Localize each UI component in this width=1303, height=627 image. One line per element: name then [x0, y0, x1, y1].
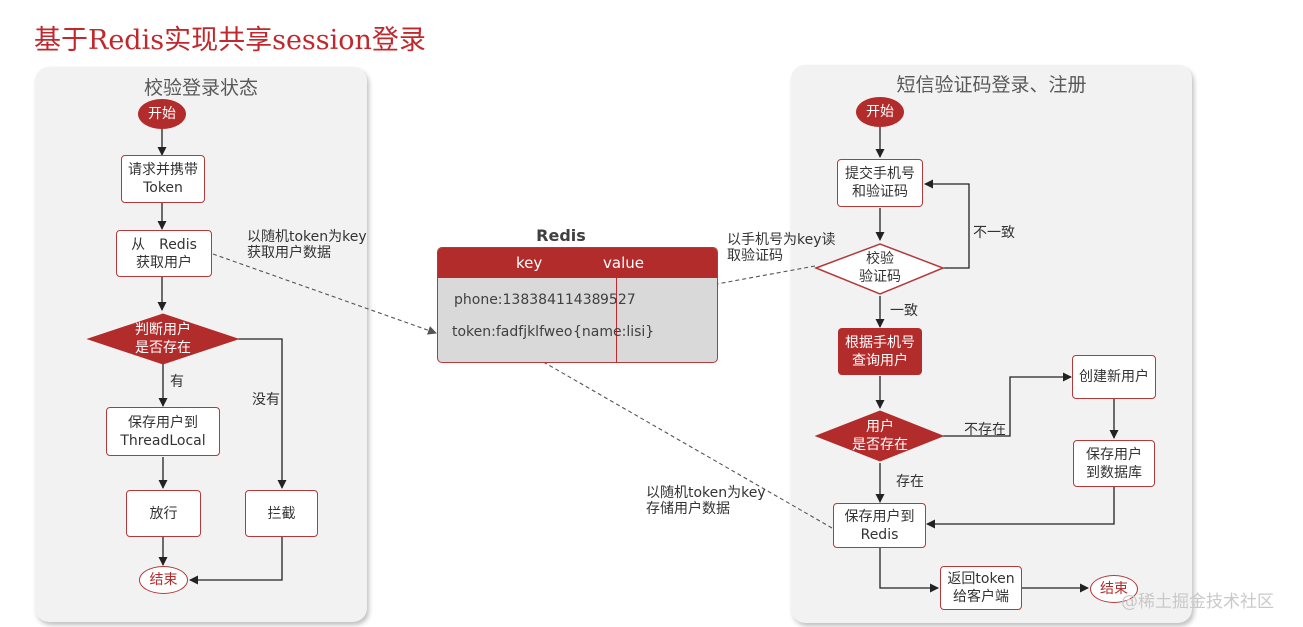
- watermark: @稀土掘金技术社区: [1121, 592, 1274, 612]
- create-new-user-node: 创建新用户: [1072, 355, 1156, 399]
- redis-col-value: value: [603, 254, 644, 272]
- annotation-get-by-token: 以随机token为key 获取用户数据: [247, 229, 367, 261]
- left-decision-diamond: [86, 313, 240, 365]
- redis-header: key value: [438, 248, 717, 278]
- edge-label-mismatch: 不一致: [973, 225, 1015, 241]
- left-decision-label: 判断用户 是否存在: [135, 322, 191, 356]
- redis-caption: Redis: [536, 226, 586, 245]
- submit-phone-code-node: 提交手机号 和验证码: [837, 159, 923, 207]
- edge-label-yes: 有: [170, 374, 184, 390]
- redis-row2-key: token:fadfjklfweo: [452, 324, 573, 340]
- annotation-read-code: 以手机号为key读 取验证码: [727, 232, 836, 264]
- right-end-node: 结束: [1090, 575, 1138, 603]
- redis-row1-key: phone:13838411438: [454, 292, 601, 308]
- edge-label-no: 没有: [252, 392, 280, 408]
- save-user-to-redis-node: 保存用户到 Redis: [833, 503, 926, 548]
- intercept-node: 拦截: [245, 490, 318, 537]
- right-start-node: 开始: [856, 97, 904, 127]
- annotation-store-by-token: 以随机token为key 存储用户数据: [646, 485, 766, 517]
- query-user-by-phone-node: 根据手机号 查询用户: [838, 328, 922, 375]
- left-end-node: 结束: [139, 566, 188, 594]
- verify-diamond: [813, 243, 946, 295]
- redis-row1-value: 9527: [600, 292, 636, 308]
- right-panel-title: 短信验证码登录、注册: [896, 74, 1087, 96]
- user-exists-label: 用户 是否存在: [852, 419, 908, 453]
- left-flow-edges: [157, 129, 287, 585]
- save-to-threadlocal-node: 保存用户到 ThreadLocal: [106, 407, 220, 456]
- dashed-get-user: [212, 253, 437, 335]
- redis-column-divider: [616, 278, 617, 362]
- page-title: 基于Redis实现共享session登录: [34, 25, 426, 56]
- redis-table: key value phone:13838411438 9527 token:f…: [437, 247, 718, 363]
- get-user-from-redis-node: 从 Redis 获取用户: [116, 230, 212, 277]
- return-token-node: 返回token 给客户端: [940, 566, 1022, 610]
- right-flow-edges: [875, 127, 1119, 593]
- verify-code-label: 校验 验证码: [859, 251, 901, 285]
- dashed-store-token: [525, 351, 833, 529]
- redis-row2-value: {name:lisi}: [573, 324, 655, 340]
- dashed-read-code: [683, 265, 816, 293]
- save-user-to-db-node: 保存用户 到数据库: [1073, 440, 1155, 487]
- edge-label-match: 一致: [890, 303, 918, 319]
- request-with-token-node: 请求并携带 Token: [121, 155, 205, 203]
- redis-col-key: key: [516, 254, 543, 272]
- left-start-node: 开始: [138, 99, 186, 129]
- left-panel-title: 校验登录状态: [143, 77, 258, 99]
- pass-node: 放行: [126, 490, 201, 537]
- edge-label-not-exist: 不存在: [964, 422, 1006, 438]
- edge-label-exist: 存在: [896, 474, 924, 490]
- user-exists-diamond: [814, 410, 945, 462]
